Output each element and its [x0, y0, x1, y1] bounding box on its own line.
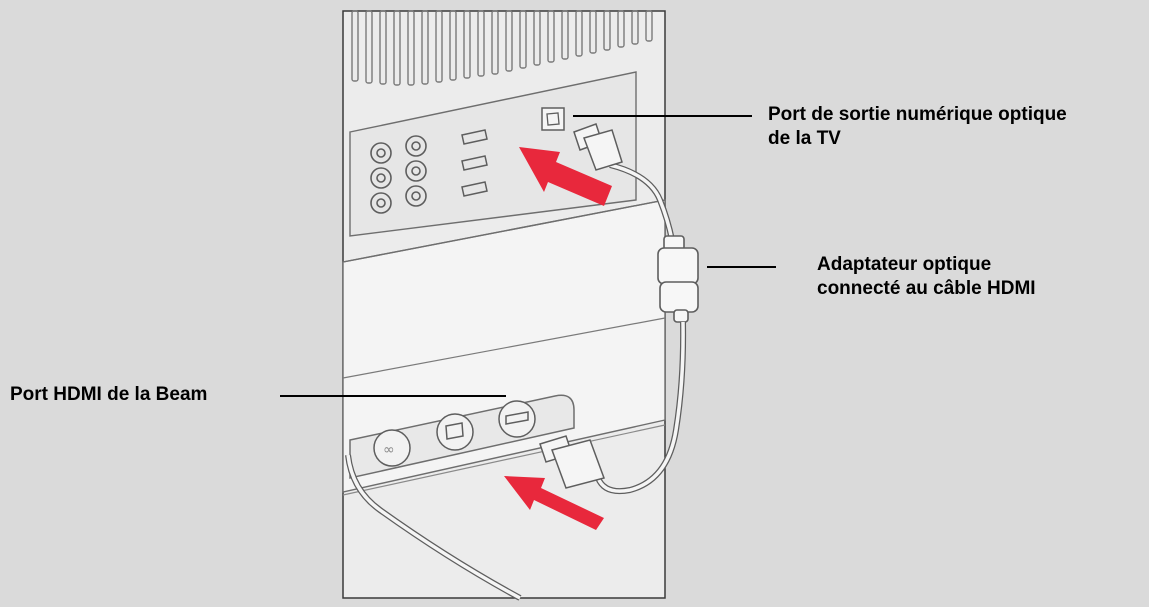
- label-tv-line1: Port de sortie numérique optique: [768, 104, 1067, 125]
- label-optical-adapter: Adaptateur optique connecté au câble HDM…: [817, 253, 1036, 301]
- shelf-line: [342, 424, 666, 496]
- label-tv-line2: de la TV: [768, 128, 841, 149]
- label-adapter-line2: connecté au câble HDMI: [817, 278, 1036, 299]
- arrow-optical: [519, 147, 612, 206]
- soundbar-lower-edge: [342, 317, 666, 379]
- label-beam-hdmi-port: Port HDMI de la Beam: [10, 383, 207, 407]
- rca-jacks: [370, 135, 427, 214]
- tv-optical-port: [541, 107, 565, 131]
- svg-text:∞: ∞: [383, 442, 395, 458]
- tv-grille: [351, 10, 653, 86]
- optical-adapter: [657, 235, 699, 323]
- optical-plug: [573, 123, 623, 171]
- tv-hdmi-ports: [461, 129, 488, 197]
- label-beam-line1: Port HDMI de la Beam: [10, 384, 208, 405]
- hdmi-plug: [539, 435, 605, 489]
- illustration: ∞: [342, 10, 699, 601]
- beam-ports: ∞: [373, 400, 536, 467]
- label-adapter-line1: Adaptateur optique: [817, 254, 992, 275]
- arrow-hdmi: [504, 476, 604, 530]
- label-tv-optical-port: Port de sortie numérique optique de la T…: [768, 103, 1067, 151]
- soundbar-edge: [342, 199, 666, 263]
